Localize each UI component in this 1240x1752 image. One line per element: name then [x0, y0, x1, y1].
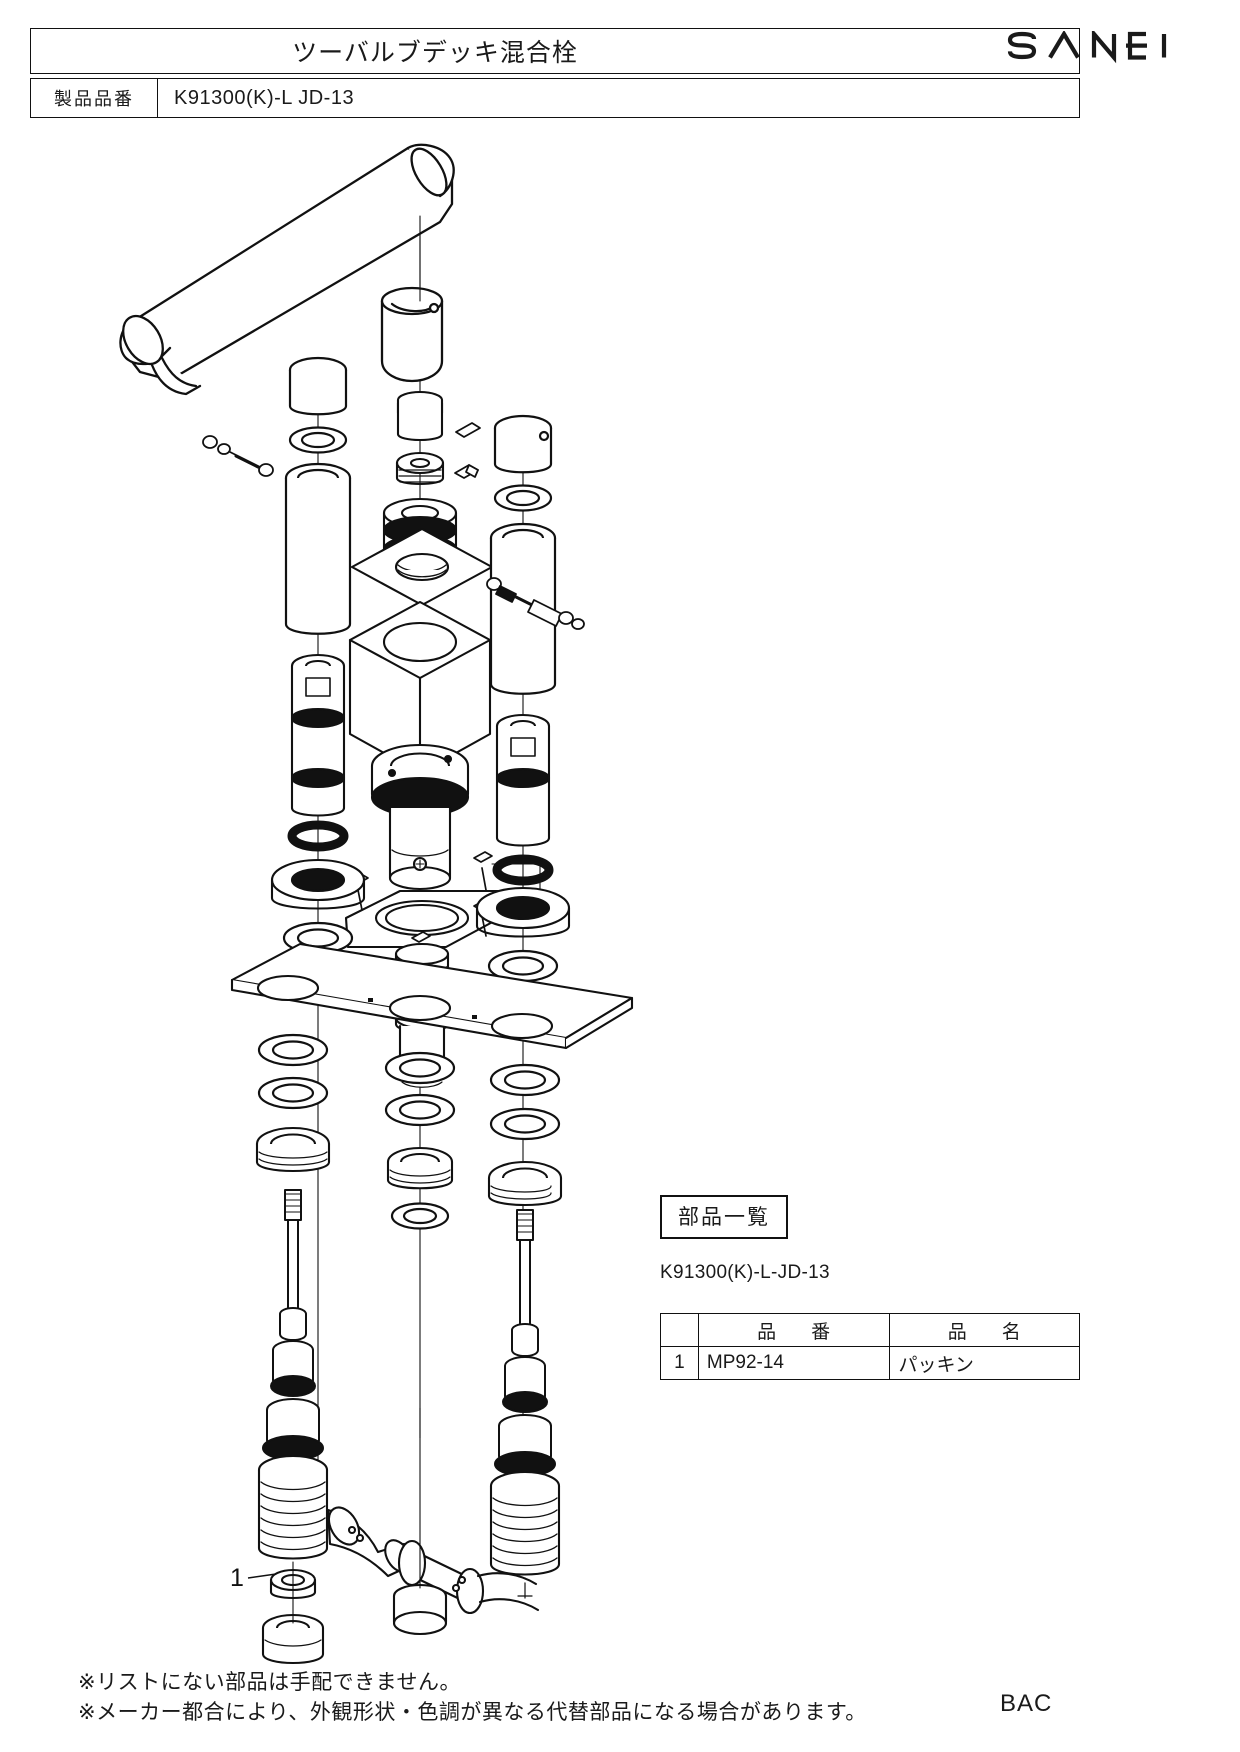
- footer-notes: ※リストにない部品は手配できません。 ※メーカー都合により、外観形状・色調が異な…: [78, 1668, 867, 1729]
- parts-list-model: K91300(K)-L-JD-13: [660, 1262, 830, 1283]
- parts-list-heading: 部品一覧: [660, 1195, 788, 1239]
- product-code-row: 製品品番 K91300(K)-L JD-13: [30, 78, 1080, 118]
- title-bar: ツーバルブデッキ混合栓: [30, 28, 1080, 74]
- table-header-row: 品 番 品 名: [660, 1313, 1080, 1347]
- sanei-logo: [994, 28, 1214, 74]
- callout-1: 1: [230, 1564, 277, 1592]
- column-header-part-name: 品 名: [889, 1313, 1080, 1347]
- parts-list-table: 品 番 品 名 1 MP92-14 パッキン: [660, 1313, 1080, 1380]
- footer-note-2: ※メーカー都合により、外観形状・色調が異なる代替部品になる場合があります。: [78, 1701, 867, 1725]
- table-row: 1 MP92-14 パッキン: [660, 1346, 1080, 1380]
- page-title: ツーバルブデッキ混合栓: [292, 39, 578, 67]
- callout-1-label: 1: [230, 1564, 244, 1592]
- exploded-assembly-diagram: 1: [0, 118, 1240, 1678]
- cell-part-number: MP92-14: [697, 1346, 891, 1380]
- product-code-value: K91300(K)-L JD-13: [158, 78, 1080, 118]
- column-header-part-number: 品 番: [697, 1313, 891, 1347]
- column-header-no: [660, 1313, 699, 1347]
- cell-no: 1: [660, 1346, 699, 1380]
- cell-part-name: パッキン: [889, 1346, 1080, 1380]
- footer-note-1: ※リストにない部品は手配できません。: [78, 1671, 461, 1694]
- product-code-label: 製品品番: [30, 78, 158, 118]
- document-mark: BAC: [1000, 1690, 1053, 1717]
